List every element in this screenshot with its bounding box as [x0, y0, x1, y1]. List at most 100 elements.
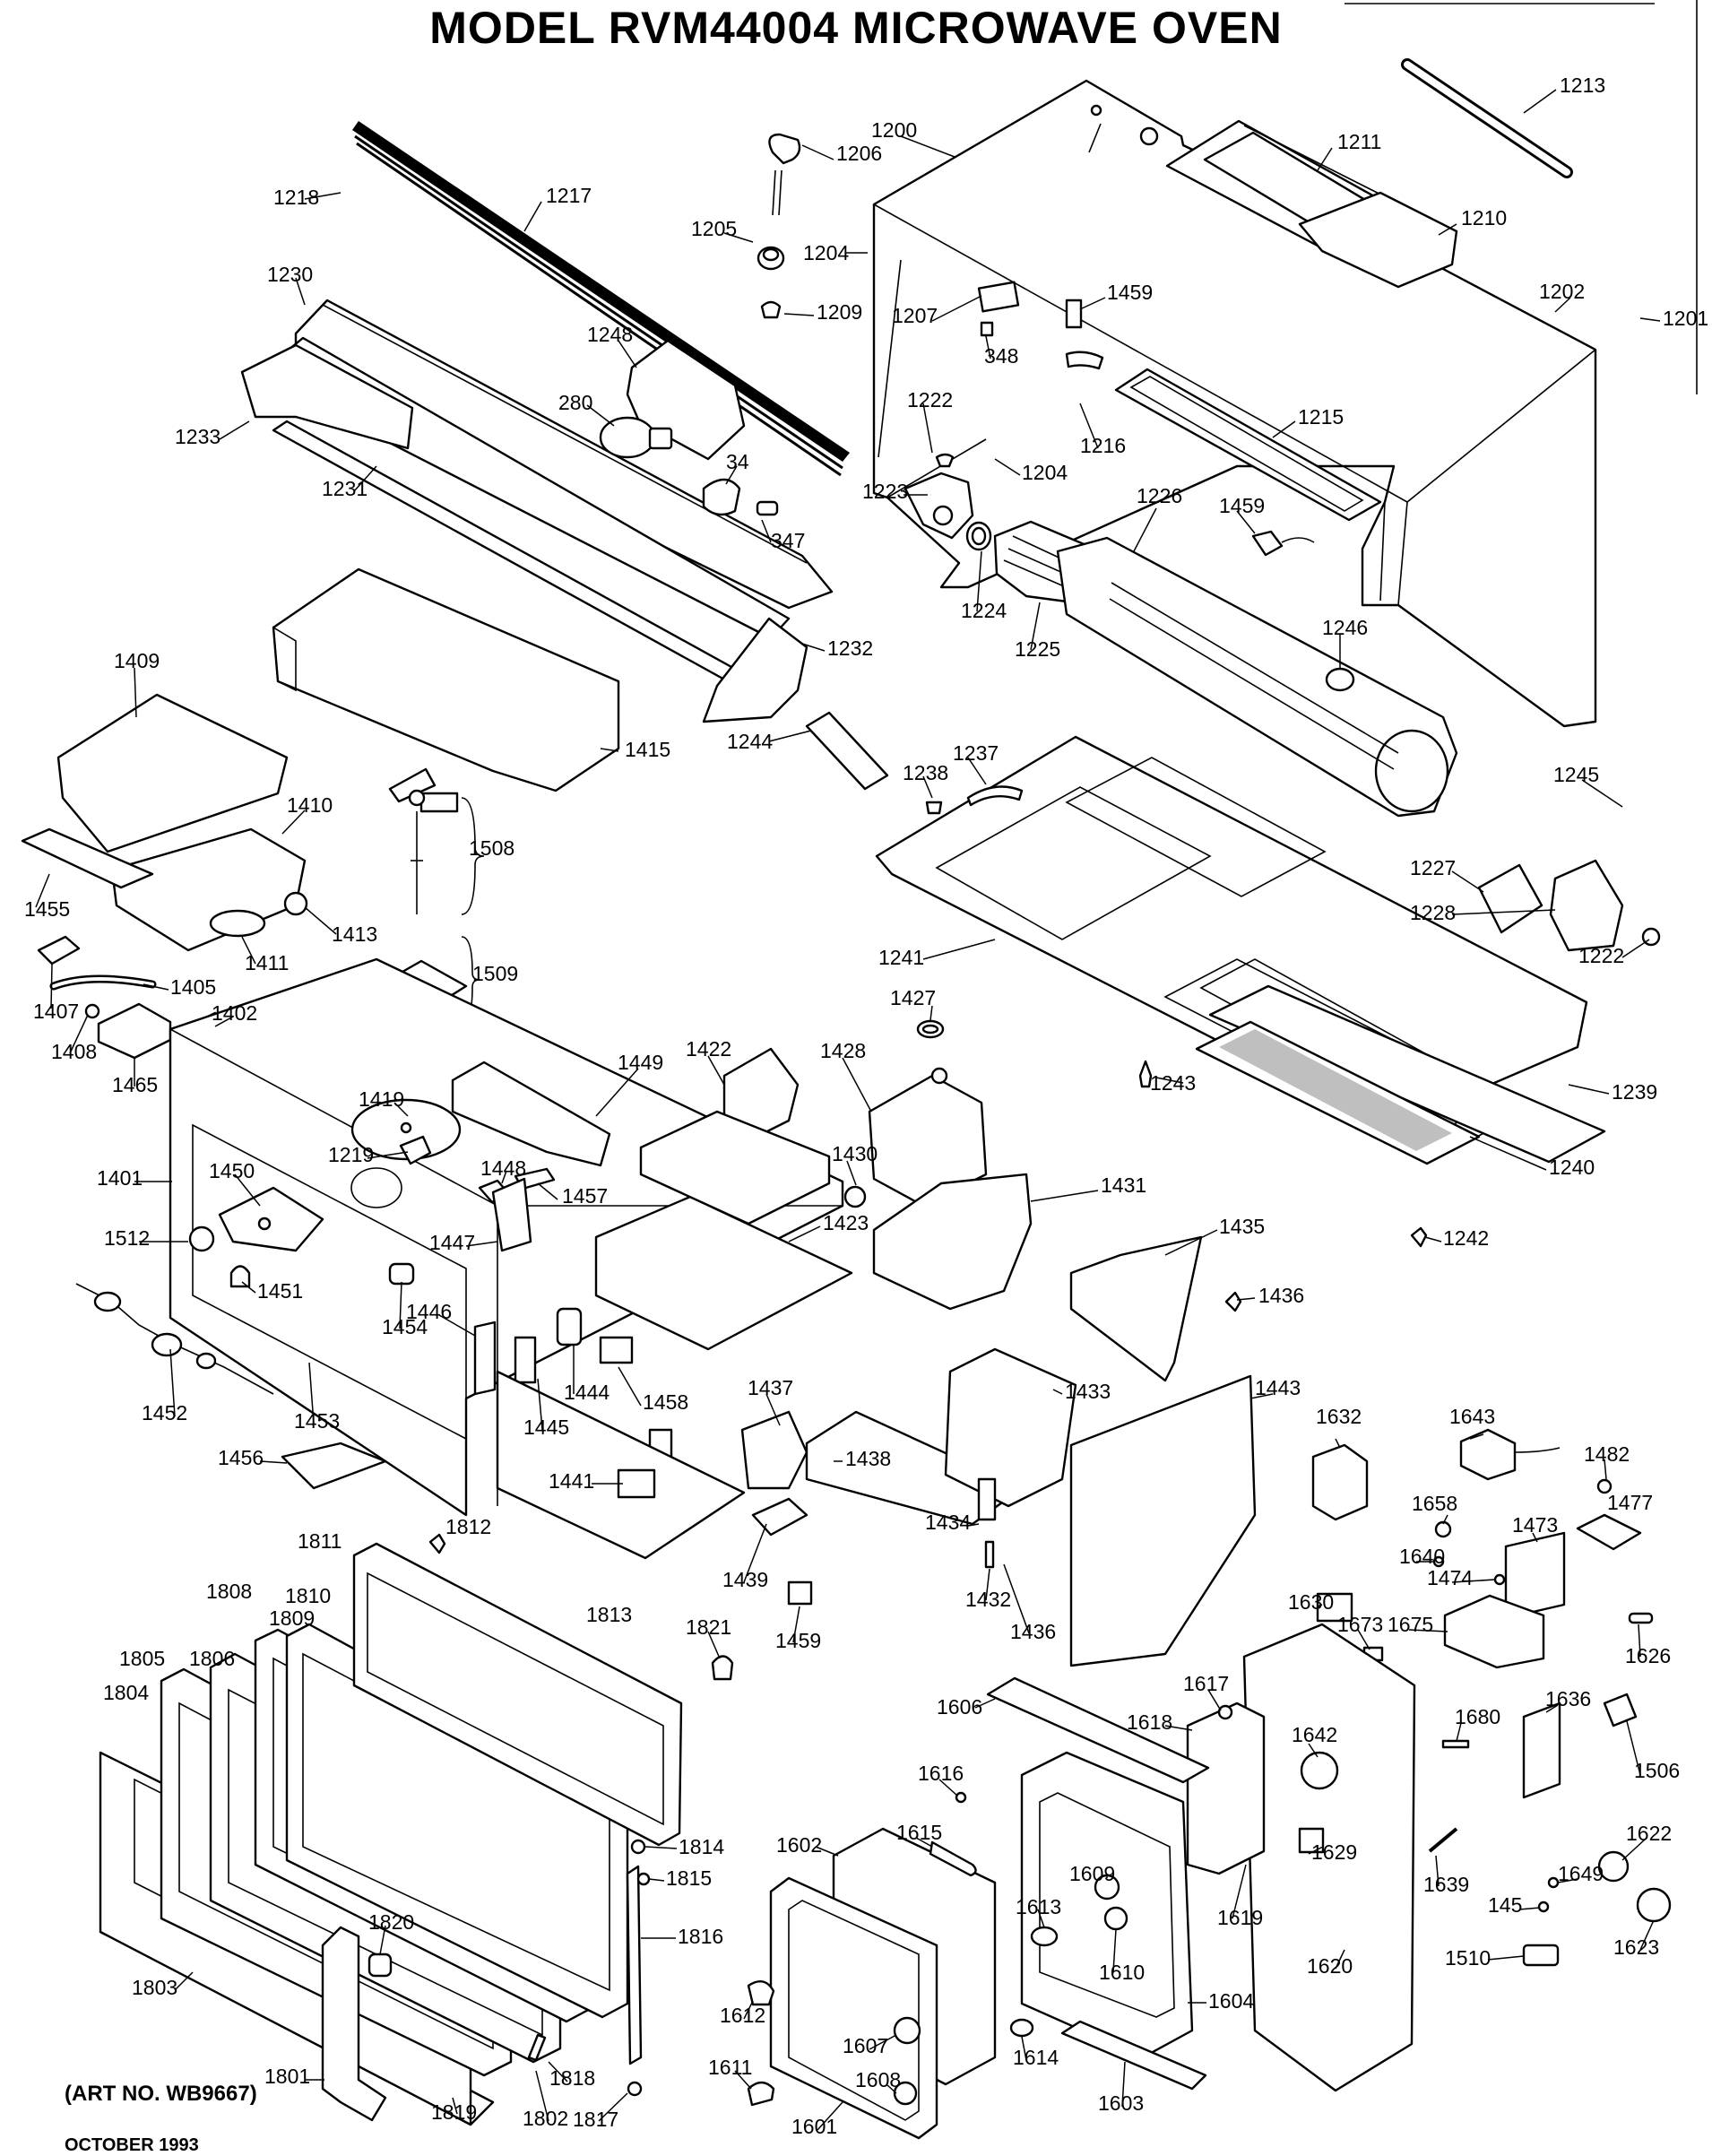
plate-1438	[805, 1410, 1024, 1526]
part-label-1445: 1445	[523, 1416, 569, 1439]
part-label-1804: 1804	[103, 1681, 149, 1704]
bracket-1675	[1443, 1594, 1545, 1669]
part-label-1215: 1215	[1298, 405, 1344, 429]
part-label-1614: 1614	[1013, 2046, 1059, 2069]
part-label-1801: 1801	[264, 2065, 310, 2088]
plate-1441	[496, 1370, 746, 1560]
part-label-1643: 1643	[1449, 1405, 1495, 1428]
bracket-1446	[473, 1320, 497, 1396]
part-label-1630: 1630	[1288, 1590, 1334, 1614]
part-label-1407: 1407	[33, 1000, 79, 1023]
part-label-1509: 1509	[472, 962, 518, 985]
part-label-1238: 1238	[903, 761, 948, 784]
part-label-1512: 1512	[104, 1226, 150, 1250]
screw-1812	[428, 1533, 446, 1554]
fan-motor-1422	[639, 1047, 831, 1225]
part-label-1202: 1202	[1539, 280, 1585, 303]
part-label-1443: 1443	[1255, 1376, 1301, 1399]
part-label-1244: 1244	[727, 730, 773, 753]
socket-34	[702, 478, 741, 516]
part-label-1629: 1629	[1311, 1840, 1357, 1864]
part-label-1819: 1819	[431, 2100, 477, 2124]
part-label-1603: 1603	[1098, 2091, 1144, 2115]
bracket-1407	[37, 935, 81, 965]
part-label-347: 347	[771, 529, 805, 552]
part-label-1508: 1508	[469, 836, 514, 860]
part-label-1233: 1233	[175, 425, 220, 448]
part-label-1451: 1451	[257, 1279, 303, 1303]
switch-1458	[599, 1336, 634, 1364]
part-label-1673: 1673	[1337, 1613, 1383, 1636]
vent-1210	[1298, 191, 1458, 289]
part-label-1820: 1820	[368, 1910, 414, 1934]
part-label-1632: 1632	[1316, 1405, 1362, 1428]
panel-1215	[1114, 368, 1382, 522]
bracket-1219	[399, 1135, 432, 1165]
part-label-1210: 1210	[1461, 206, 1507, 229]
plate-1455	[21, 827, 154, 889]
part-label-1246: 1246	[1322, 616, 1368, 639]
strain-relief-1205	[757, 246, 785, 271]
switch-1630	[1316, 1592, 1353, 1623]
part-label-1604: 1604	[1208, 1989, 1254, 2013]
part-label-1623: 1623	[1613, 1935, 1659, 1959]
pin-1626	[1628, 1612, 1654, 1624]
part-label-1430: 1430	[832, 1142, 878, 1165]
switch-1451	[229, 1265, 251, 1288]
header-rule	[1345, 0, 1698, 394]
part-label-1427: 1427	[890, 986, 936, 1009]
knob-1658	[1434, 1520, 1452, 1538]
part-label-1209: 1209	[817, 300, 862, 324]
duct-1431	[872, 1173, 1033, 1311]
part-label-1810: 1810	[285, 1584, 331, 1607]
knob-1614	[1009, 2018, 1034, 2038]
part-label-1454: 1454	[382, 1315, 428, 1338]
part-label-1213: 1213	[1560, 74, 1605, 97]
clip-1474	[1493, 1573, 1506, 1586]
clip-347	[756, 500, 779, 516]
board-1473	[1504, 1531, 1566, 1620]
part-label-1218: 1218	[273, 186, 319, 209]
part-label-1237: 1237	[953, 741, 999, 765]
motor-1622	[1597, 1850, 1630, 1883]
part-label-1224: 1224	[961, 599, 1007, 622]
part-label-1510: 1510	[1445, 1946, 1491, 1970]
part-label-1439: 1439	[722, 1568, 768, 1591]
switch-1454	[388, 1262, 415, 1286]
part-label-1441: 1441	[549, 1469, 594, 1493]
part-label-1223: 1223	[862, 480, 908, 503]
part-label-1431: 1431	[1101, 1173, 1146, 1197]
part-label-1613: 1613	[1016, 1895, 1061, 1918]
part-label-1405: 1405	[170, 975, 216, 999]
knob-1611	[747, 2081, 775, 2107]
part-label-1432: 1432	[965, 1588, 1011, 1611]
part-label-1204: 1204	[1022, 461, 1068, 484]
knob-1612	[747, 1980, 775, 2006]
part-label-1640: 1640	[1399, 1545, 1445, 1568]
duct-1435	[1069, 1235, 1203, 1382]
thermal-1430	[843, 1185, 867, 1208]
bracket-1508	[461, 797, 485, 915]
blower-housing-1226	[1056, 536, 1458, 818]
part-label-1818: 1818	[549, 2066, 595, 2090]
bracket-1456	[281, 1442, 387, 1490]
part-label-1428: 1428	[820, 1039, 866, 1062]
motor-1623	[1636, 1887, 1672, 1923]
part-label-1636: 1636	[1545, 1687, 1591, 1710]
button-1512	[188, 1225, 215, 1252]
part-label-1612: 1612	[720, 2004, 765, 2027]
interlock-1445	[514, 1336, 537, 1384]
base-1423	[594, 1195, 853, 1351]
part-label-1814: 1814	[679, 1835, 724, 1858]
part-label-1450: 1450	[209, 1159, 255, 1182]
part-label-145: 145	[1488, 1893, 1522, 1917]
cap-1821	[711, 1655, 734, 1681]
part-label-348: 348	[984, 344, 1018, 368]
part-label-1607: 1607	[843, 2034, 888, 2057]
part-label-1809: 1809	[269, 1606, 315, 1630]
part-label-1456: 1456	[218, 1446, 264, 1469]
clip-1209	[760, 300, 782, 319]
part-label-1411: 1411	[245, 951, 289, 974]
part-label-1211: 1211	[1337, 130, 1381, 153]
part-label-1222: 1222	[907, 388, 953, 411]
